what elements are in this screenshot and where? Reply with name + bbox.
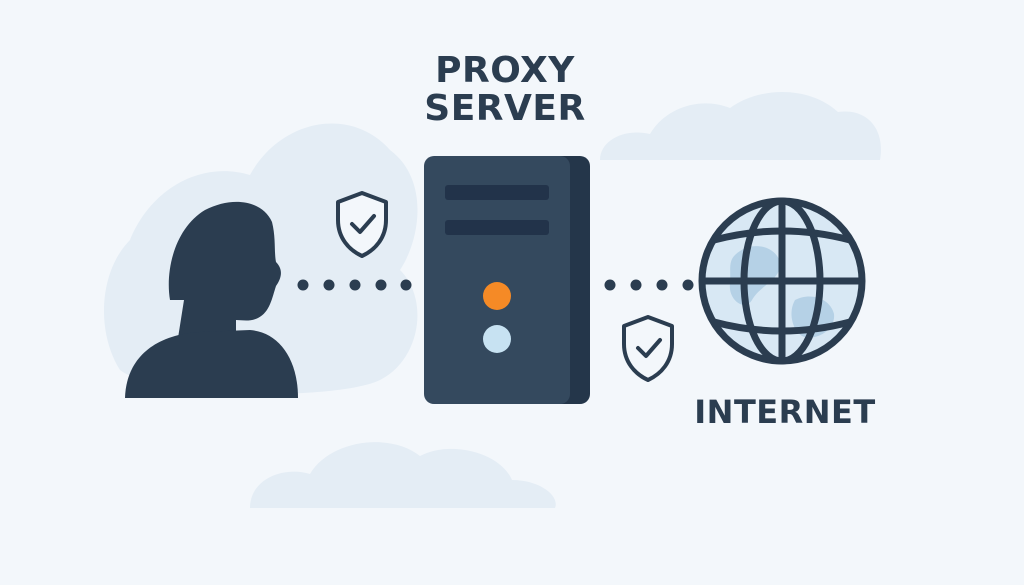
- server-tower-icon: [424, 156, 590, 404]
- connector-dot: [297, 279, 309, 291]
- cloud-top-right: [600, 91, 881, 160]
- server-led-orange: [483, 282, 511, 310]
- connector-dot: [323, 279, 335, 291]
- shield-check-icon: [336, 191, 388, 258]
- server-front-panel: [424, 156, 570, 404]
- connector-dot: [375, 279, 387, 291]
- connector-dot: [682, 279, 694, 291]
- user-silhouette-icon: [125, 201, 298, 398]
- proxy-label-line2: SERVER: [424, 87, 586, 129]
- server-drive-slot: [445, 185, 549, 200]
- connector-dot: [630, 279, 642, 291]
- user-head: [168, 201, 281, 338]
- connector-dot: [400, 279, 412, 291]
- server-drive-slot: [445, 220, 549, 235]
- cloud-bottom: [250, 442, 556, 508]
- shield-check-icon: [622, 315, 674, 382]
- connector-dot: [656, 279, 668, 291]
- globe-icon: [698, 197, 866, 365]
- server-led-blue: [483, 325, 511, 353]
- connector-proxy-internet: [604, 279, 694, 291]
- connector-dot: [604, 279, 616, 291]
- user-shoulders: [125, 330, 298, 398]
- internet-label: INTERNET: [694, 393, 876, 431]
- connector-user-proxy: [297, 279, 412, 291]
- proxy-server-label: PROXY SERVER: [390, 52, 620, 128]
- proxy-label-line1: PROXY: [435, 50, 575, 91]
- connector-dot: [349, 279, 361, 291]
